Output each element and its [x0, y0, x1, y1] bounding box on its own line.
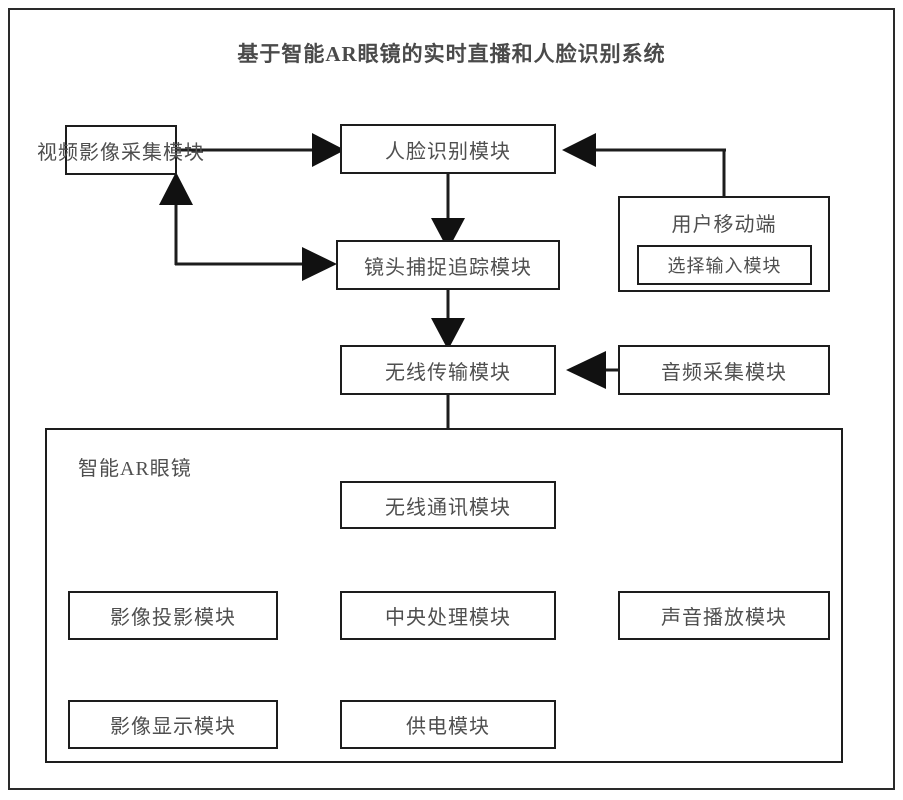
group-ar-glasses-label: 智能AR眼镜	[78, 458, 192, 480]
arrowhead-feedback-to-video	[159, 172, 193, 205]
node-image-projection[interactable]: 影像投影模块	[68, 591, 278, 640]
node-lens-tracking[interactable]: 镜头捕捉追踪模块	[336, 240, 560, 290]
node-wireless-comm[interactable]: 无线通讯模块	[340, 481, 556, 529]
node-sound-playback[interactable]: 声音播放模块	[618, 591, 830, 640]
node-power-supply[interactable]: 供电模块	[340, 700, 556, 749]
arrowhead-face-to-lens	[431, 218, 465, 250]
group-user-mobile-label: 用户移动端	[671, 214, 777, 236]
node-face-recognition[interactable]: 人脸识别模块	[340, 124, 556, 174]
node-central-processing[interactable]: 中央处理模块	[340, 591, 556, 640]
node-wireless-transmit[interactable]: 无线传输模块	[340, 345, 556, 395]
arrowhead-feedback-to-lens	[302, 247, 337, 281]
figure-title: 基于智能AR眼镜的实时直播和人脸识别系统	[237, 42, 666, 66]
arrowhead-lens-to-transmit	[431, 318, 465, 350]
arrowhead-mobile-to-face	[562, 133, 596, 167]
node-video-capture[interactable]: 视频影像采集模块	[37, 125, 204, 175]
arrowhead-audio-to-transmit	[566, 351, 606, 389]
figure-outer-frame	[8, 8, 895, 790]
arrowhead-video-to-face	[312, 133, 345, 167]
node-audio-capture[interactable]: 音频采集模块	[618, 345, 830, 395]
node-image-display[interactable]: 影像显示模块	[68, 700, 278, 749]
node-select-input[interactable]: 选择输入模块	[637, 245, 812, 285]
